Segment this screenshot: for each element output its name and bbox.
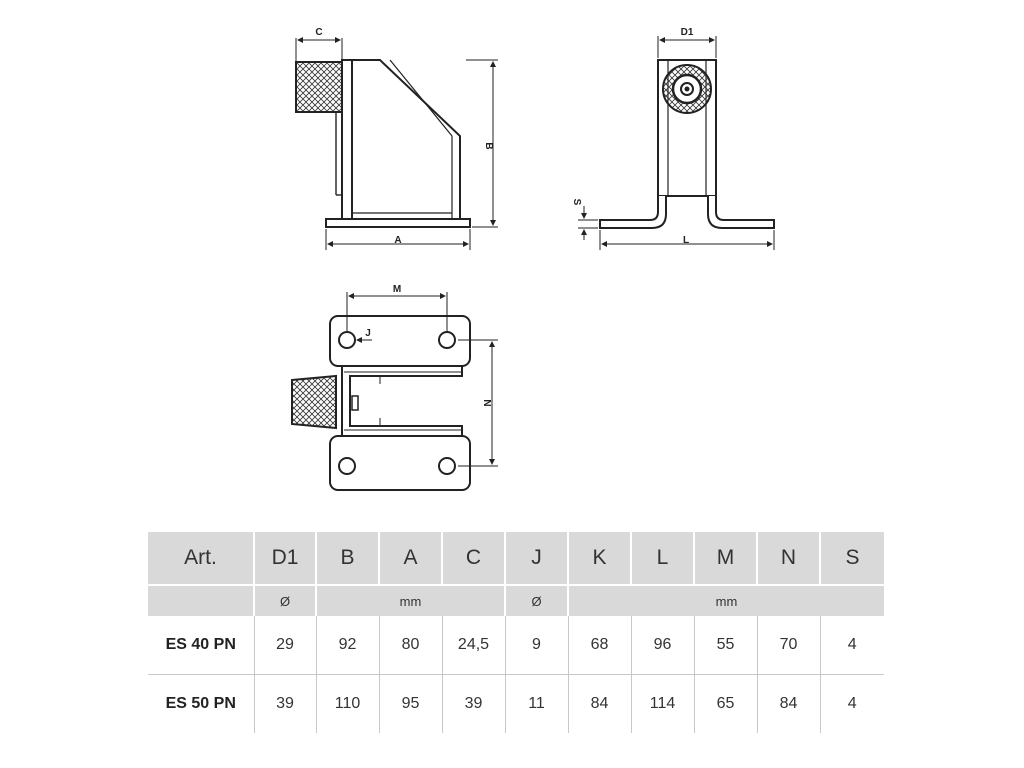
mount-hole bbox=[338, 457, 356, 475]
dim-label-s: S bbox=[571, 199, 582, 206]
dim-label-n: N bbox=[481, 399, 492, 406]
cell-k: 68 bbox=[568, 616, 632, 675]
side-view bbox=[295, 59, 471, 228]
unit-cell-empty bbox=[148, 584, 255, 616]
cell-k: 84 bbox=[568, 674, 632, 733]
front-view bbox=[599, 59, 775, 229]
dim-label-m: M bbox=[393, 284, 401, 295]
col-header-m: M bbox=[694, 532, 758, 585]
dim-label-d1: D1 bbox=[681, 27, 694, 38]
dim-label-j: J bbox=[365, 328, 371, 339]
unit-cell-k-to-s: mm bbox=[568, 584, 884, 616]
cell-b: 92 bbox=[316, 616, 380, 675]
cell-n: 70 bbox=[757, 616, 821, 675]
cell-b: 110 bbox=[316, 674, 380, 733]
cell-art: ES 40 PN bbox=[148, 616, 255, 675]
col-header-c: C bbox=[442, 532, 506, 585]
cell-l: 114 bbox=[631, 674, 695, 733]
cell-c: 39 bbox=[442, 674, 506, 733]
col-header-b: B bbox=[316, 532, 380, 585]
technical-drawing: C B A D1 S L bbox=[291, 27, 775, 491]
dim-label-a: A bbox=[394, 235, 401, 246]
top-lower-plate bbox=[329, 435, 471, 491]
top-upper-plate bbox=[329, 315, 471, 367]
col-header-k: K bbox=[568, 532, 632, 585]
dim-label-l: L bbox=[683, 235, 689, 246]
side-dimensions bbox=[295, 37, 498, 250]
cell-art: ES 50 PN bbox=[148, 674, 255, 733]
cell-a: 80 bbox=[379, 616, 443, 675]
top-rubber-bumper bbox=[291, 374, 337, 430]
cell-c: 24,5 bbox=[442, 616, 506, 675]
cell-n: 84 bbox=[757, 674, 821, 733]
col-header-s: S bbox=[820, 532, 884, 585]
side-body bbox=[341, 59, 461, 220]
spec-table: Art. D1 B A C J K L M N S Ø mm Ø mm ES 4… bbox=[148, 532, 884, 733]
top-view bbox=[291, 315, 471, 491]
col-header-d1: D1 bbox=[254, 532, 317, 585]
dim-label-b: B bbox=[483, 142, 494, 149]
table-row: ES 40 PN 29 92 80 24,5 9 68 96 55 70 4 bbox=[148, 616, 884, 675]
top-body bbox=[341, 365, 463, 437]
side-rubber-bumper bbox=[295, 61, 343, 113]
front-right-foot bbox=[707, 196, 775, 229]
col-header-art: Art. bbox=[148, 532, 255, 585]
cell-j: 9 bbox=[505, 616, 569, 675]
front-dimensions bbox=[578, 36, 775, 250]
cell-s: 4 bbox=[847, 695, 857, 712]
cell-m: 55 bbox=[694, 616, 758, 675]
table-header-row: Art. D1 B A C J K L M N S bbox=[148, 532, 884, 585]
side-base-plate bbox=[325, 218, 471, 228]
top-dimensions bbox=[346, 292, 498, 467]
unit-cell-b-to-c: mm bbox=[316, 584, 506, 616]
cell-d1: 39 bbox=[254, 674, 317, 733]
dim-label-c: C bbox=[315, 27, 322, 38]
col-header-j: J bbox=[505, 532, 569, 585]
table-row: ES 50 PN 39 110 95 39 11 84 114 65 84 4 bbox=[148, 674, 884, 733]
unit-cell-j: Ø bbox=[505, 584, 569, 616]
cell-d1: 29 bbox=[254, 616, 317, 675]
table-unit-row: Ø mm Ø mm bbox=[148, 584, 884, 616]
cell-s: 4 bbox=[820, 616, 884, 675]
unit-cell-d1: Ø bbox=[254, 584, 317, 616]
cell-m: 65 bbox=[694, 674, 758, 733]
col-header-n: N bbox=[757, 532, 821, 585]
cell-j: 11 bbox=[505, 674, 569, 733]
col-header-l: L bbox=[631, 532, 695, 585]
mount-hole bbox=[438, 457, 456, 475]
front-left-foot bbox=[599, 196, 667, 229]
col-header-a: A bbox=[379, 532, 443, 585]
cell-a: 95 bbox=[379, 674, 443, 733]
cell-l: 96 bbox=[631, 616, 695, 675]
